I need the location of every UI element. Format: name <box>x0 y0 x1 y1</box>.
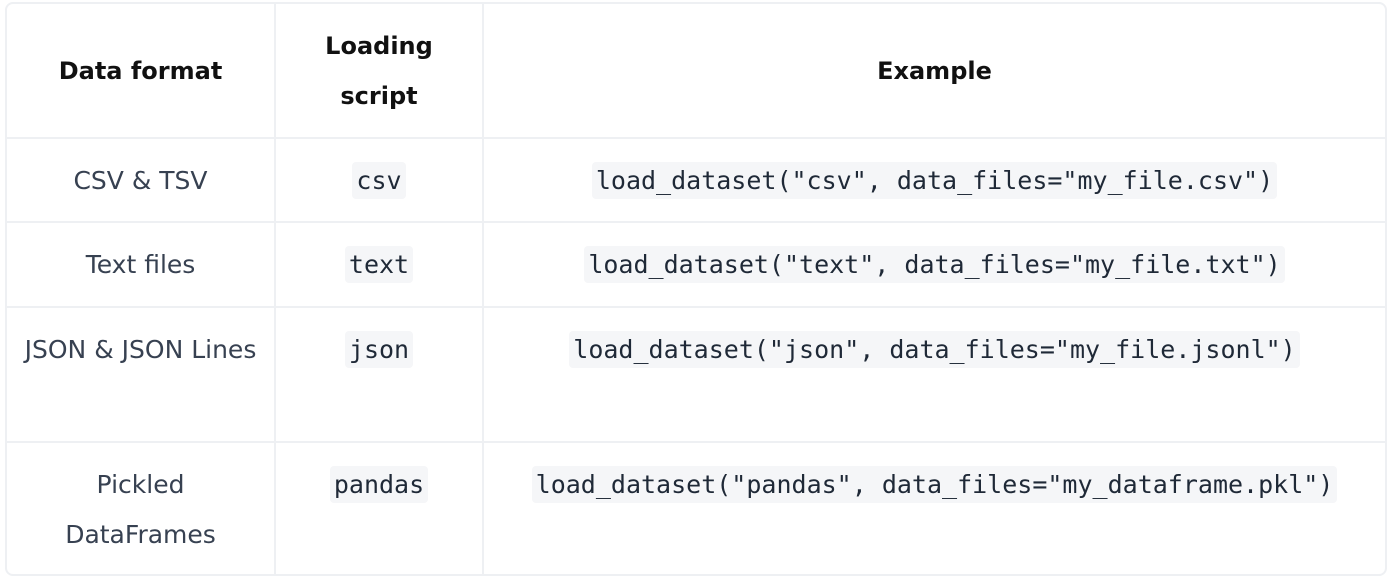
cell-data-format: Pickled DataFrames <box>7 442 276 574</box>
example-code: load_dataset("pandas", data_files="my_da… <box>531 466 1338 503</box>
loading-script-code: json <box>344 331 414 368</box>
cell-loading-script: text <box>275 222 484 308</box>
cell-example: load_dataset("text", data_files="my_file… <box>483 222 1385 308</box>
loading-script-code: csv <box>352 162 406 199</box>
example-code: load_dataset("text", data_files="my_file… <box>584 246 1285 283</box>
example-code: load_dataset("json", data_files="my_file… <box>569 331 1300 368</box>
cell-data-format: JSON & JSON Lines <box>7 307 276 443</box>
example-code: load_dataset("csv", data_files="my_file.… <box>591 162 1278 199</box>
column-header-example: Example <box>483 4 1385 139</box>
cell-loading-script: json <box>275 307 484 443</box>
table-row: CSV & TSV csv load_dataset("csv", data_f… <box>7 138 1385 223</box>
data-formats-table: Data format Loading script Example CSV &… <box>7 4 1385 574</box>
table-row: JSON & JSON Lines json load_dataset("jso… <box>7 307 1385 443</box>
table-row: Pickled DataFrames pandas load_dataset("… <box>7 442 1385 574</box>
cell-loading-script: csv <box>275 138 484 223</box>
cell-loading-script: pandas <box>275 442 484 574</box>
cell-example: load_dataset("json", data_files="my_file… <box>483 307 1385 443</box>
cell-data-format: Text files <box>7 222 276 308</box>
loading-script-code: pandas <box>329 466 429 503</box>
table-row: Text files text load_dataset("text", dat… <box>7 222 1385 308</box>
column-header-loading-script: Loading script <box>275 4 484 139</box>
table-header-row: Data format Loading script Example <box>7 4 1385 139</box>
column-header-data-format: Data format <box>7 4 276 139</box>
data-formats-table-container: Data format Loading script Example CSV &… <box>5 2 1387 576</box>
loading-script-code: text <box>344 246 414 283</box>
cell-data-format: CSV & TSV <box>7 138 276 223</box>
cell-example: load_dataset("pandas", data_files="my_da… <box>483 442 1385 574</box>
cell-example: load_dataset("csv", data_files="my_file.… <box>483 138 1385 223</box>
